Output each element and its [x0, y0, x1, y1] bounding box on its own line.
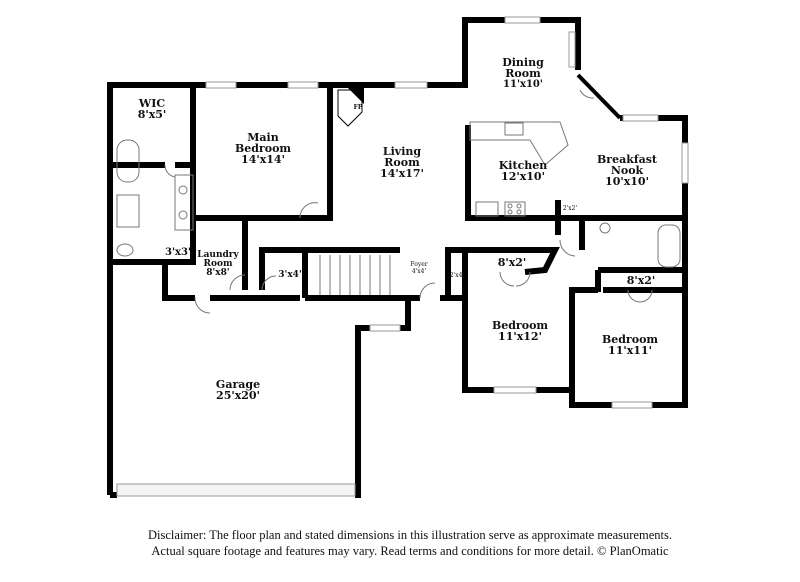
closet-8x2-a: 8'x2': [497, 256, 527, 269]
closet-2x2: 2'x2': [562, 205, 578, 212]
windows: [116, 16, 689, 497]
fixtures: [116, 89, 681, 314]
closet-3x4: 3'x4': [278, 270, 302, 280]
closet-3x3: 3'x3': [164, 247, 192, 258]
disclaimer: Disclaimer: The floor plan and stated di…: [0, 527, 800, 559]
disclaimer-line-1: Disclaimer: The floor plan and stated di…: [148, 528, 672, 542]
closet-2x4: 2'x4': [449, 272, 465, 279]
fireplace-hearth: [348, 88, 364, 104]
walls: [107, 17, 688, 498]
disclaimer-line-2: Actual square footage and features may v…: [151, 544, 669, 558]
fireplace-label: FP: [353, 104, 363, 111]
closet-8x2-b: 8'x2': [626, 274, 656, 287]
